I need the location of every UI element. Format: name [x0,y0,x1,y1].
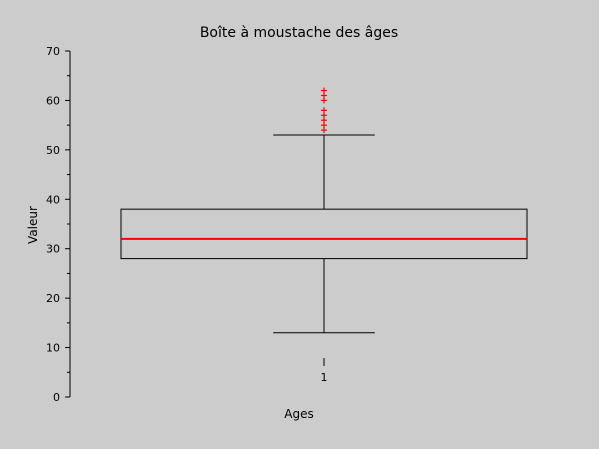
boxes-group [120,87,528,334]
x-axis: 1 [321,358,328,384]
y-tick-label-70: 70 [46,45,60,58]
y-axis-label: Valeur [26,206,40,244]
iqr-box [120,208,528,260]
chart-title: Boîte à moustache des âges [200,25,398,41]
y-tick-label-10: 10 [46,342,60,355]
y-tick-label-40: 40 [46,193,60,206]
outlier-point [321,87,327,94]
y-tick-label-60: 60 [46,94,60,107]
y-tick-label-20: 20 [46,292,60,305]
x-axis-label: Ages [284,407,313,421]
outlier-point [321,107,327,114]
y-axis: 0 10 20 30 40 50 60 70 [46,45,70,404]
y-tick-label-0: 0 [53,391,60,404]
y-tick-label-50: 50 [46,144,60,157]
y-tick-label-30: 30 [46,243,60,256]
x-tick-label-1: 1 [321,371,328,384]
